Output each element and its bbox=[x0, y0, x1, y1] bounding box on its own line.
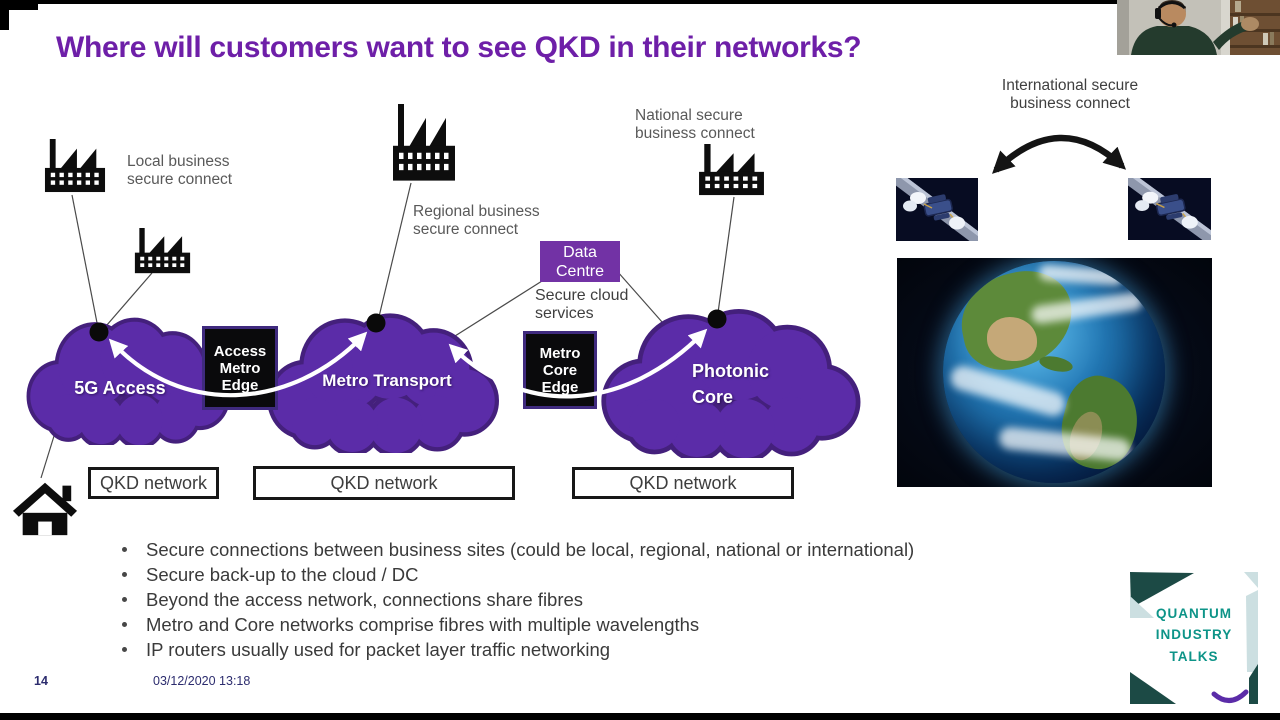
cloud-label-5g-access: 5G Access bbox=[74, 378, 166, 398]
qkd-network-box: QKD network bbox=[88, 467, 219, 499]
webcam-feed bbox=[1117, 0, 1280, 55]
logo-text: TALKS bbox=[1169, 649, 1219, 664]
factory-icon bbox=[393, 104, 455, 181]
letterbox-top-bar bbox=[0, 0, 1280, 4]
logo-graphic bbox=[1130, 572, 1258, 704]
letterbox-corner bbox=[0, 0, 38, 10]
metro-core-edge-node: Metro Core Edge bbox=[523, 331, 597, 409]
factory-icon bbox=[699, 144, 764, 196]
headset-icon bbox=[1158, 1, 1186, 10]
bullet-item: Metro and Core networks comprise fibres … bbox=[112, 612, 1172, 637]
satellite-image bbox=[1128, 178, 1211, 240]
cloud-label-metro-transport: Metro Transport bbox=[322, 371, 452, 390]
globe bbox=[943, 261, 1165, 483]
letterbox-bottom-bar bbox=[0, 713, 1280, 720]
satellite-image bbox=[896, 178, 978, 241]
access-metro-edge-node: Access Metro Edge bbox=[202, 326, 278, 410]
qkd-network-box: QKD network bbox=[572, 467, 794, 499]
logo-text: INDUSTRY bbox=[1155, 627, 1233, 642]
letterbox-corner bbox=[0, 0, 9, 30]
bullet-item: Beyond the access network, connections s… bbox=[112, 587, 1172, 612]
quantum-industry-talks-logo: QUANTUM INDUSTRY TALKS bbox=[1128, 566, 1260, 706]
logo-text: QUANTUM bbox=[1156, 606, 1232, 621]
bullet-item: Secure connections between business site… bbox=[112, 537, 1172, 562]
bullet-list: Secure connections between business site… bbox=[112, 537, 1172, 662]
house-icon bbox=[12, 482, 78, 536]
factory-icon bbox=[44, 139, 106, 193]
qkd-network-box: QKD network bbox=[253, 466, 515, 500]
page-title: Where will customers want to see QKD in … bbox=[56, 31, 862, 64]
bullet-item: Secure back-up to the cloud / DC bbox=[112, 562, 1172, 587]
international-link-arrow bbox=[992, 134, 1127, 174]
logo-swoosh bbox=[1211, 689, 1249, 703]
bullet-item: IP routers usually used for packet layer… bbox=[112, 637, 1172, 662]
earth-image bbox=[897, 258, 1212, 487]
page-number: 14 bbox=[34, 674, 48, 688]
factory-icon bbox=[134, 228, 191, 274]
timestamp: 03/12/2020 13:18 bbox=[153, 674, 251, 688]
